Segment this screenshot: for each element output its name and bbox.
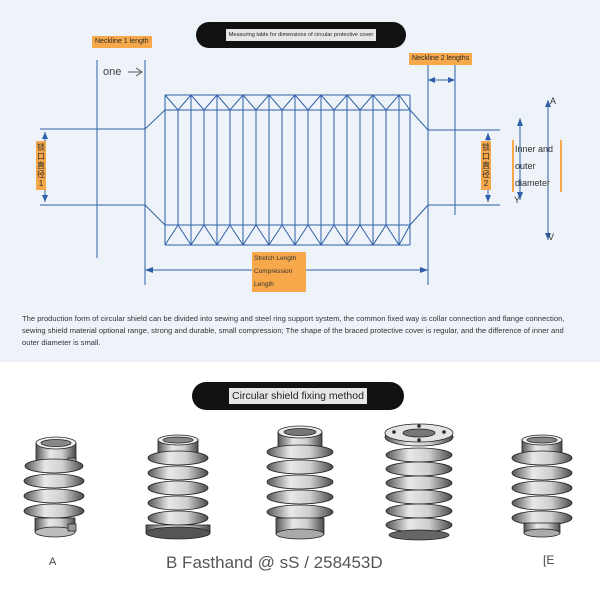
neckline-2-length-label: Neckline 2 lengths bbox=[409, 53, 473, 65]
inner-outer-line-2: outer bbox=[515, 161, 536, 171]
diagram-panel bbox=[0, 0, 600, 362]
dimension-v-label: V bbox=[548, 232, 555, 242]
dimension-y-label: Y bbox=[514, 195, 521, 205]
bellows-bottom-flange bbox=[145, 434, 211, 540]
one-label: one bbox=[103, 66, 122, 78]
section-title-pill: Circular shield fixing method bbox=[192, 382, 404, 410]
stretch-length-line-2: Compression bbox=[254, 268, 293, 275]
section-title: Circular shield fixing method bbox=[229, 388, 367, 404]
inner-outer-line-1: Inner and bbox=[515, 144, 554, 154]
label-b-line: B Fasthand @ sS / 258453D bbox=[166, 553, 383, 572]
bellows-collar-variant bbox=[511, 434, 573, 538]
lock-diameter-1-label: 锁口直径1 bbox=[36, 141, 46, 190]
description-paragraph: The production form of circular shield c… bbox=[22, 314, 565, 347]
dimension-a-label: A bbox=[550, 96, 557, 106]
label-a: A bbox=[49, 556, 57, 568]
stretch-length-line-1: Stretch Length bbox=[254, 255, 297, 262]
inner-outer-line-3: diameter bbox=[515, 178, 551, 188]
bellows-top-flange bbox=[384, 423, 454, 541]
neckline-1-length-label: Neckline 1 length bbox=[92, 36, 152, 48]
stretch-length-line-3: Length bbox=[254, 281, 274, 288]
bellows-straight-collar bbox=[266, 425, 334, 540]
diagram-title: Measuring table for dimensions of circul… bbox=[225, 29, 377, 41]
bellows-collar-clamp bbox=[23, 436, 85, 538]
diagram-title-pill: Measuring table for dimensions of circul… bbox=[196, 22, 406, 48]
stretch-length-box: Stretch Length Compression Length bbox=[252, 252, 306, 292]
label-e: [E bbox=[543, 553, 555, 567]
inner-outer-diameter-box: Inner and outer diameter bbox=[512, 140, 562, 192]
lock-diameter-2-label: 锁口直径2 bbox=[481, 141, 491, 190]
